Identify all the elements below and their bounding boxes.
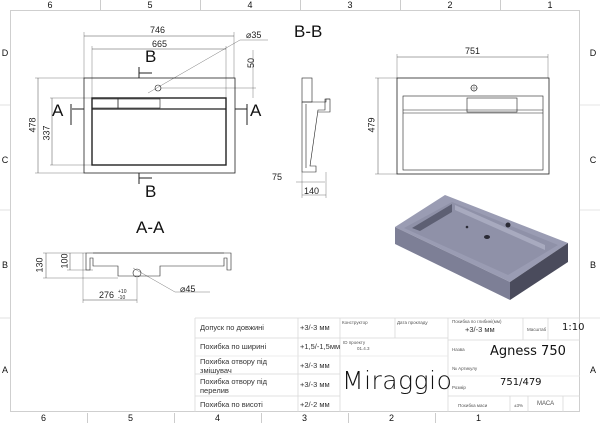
zone-row-a-left: A xyxy=(1,365,8,375)
dim-hole-offset: 50 xyxy=(246,57,257,69)
tol-value-length: +3/-3 мм xyxy=(300,323,330,332)
dim-overall-depth: 478 xyxy=(27,117,38,133)
section-mark-a-right: A xyxy=(250,101,262,120)
iso-view xyxy=(395,195,568,300)
project-id-label: ID проекту xyxy=(343,340,366,345)
dim-overall-width: 746 xyxy=(150,25,166,35)
tol-label-overflow-hole: Похибка отвору під перелив xyxy=(200,377,267,395)
size-value: 751/479 xyxy=(500,377,542,388)
mass-label: МАСА xyxy=(537,401,555,407)
tol-label-length: Допуск по довжині xyxy=(200,323,264,332)
zone-col-4: 4 xyxy=(200,0,301,10)
section-aa-title: A-A xyxy=(136,218,165,237)
zone-col-1: 1 xyxy=(547,0,553,10)
zone-col-6-bottom: 6 xyxy=(0,413,88,423)
dim-hole-diameter: ⌀35 xyxy=(246,30,262,40)
dim-tol-plus: +10 xyxy=(118,289,127,295)
zone-col-3: 3 xyxy=(300,0,401,10)
zone-col-2-bottom: 2 xyxy=(348,413,436,423)
zone-col-6: 6 xyxy=(0,0,101,10)
dim-drain-diameter: ⌀45 xyxy=(180,284,196,294)
zone-col-4-bottom: 4 xyxy=(174,413,262,423)
tol-label-width: Похибка по ширині xyxy=(200,342,267,351)
zone-col-2: 2 xyxy=(400,0,501,10)
zone-row-d-right: D xyxy=(589,48,597,58)
zone-col-1-bottom: 1 xyxy=(475,413,481,423)
mass-tol-value: ±3% xyxy=(514,403,523,408)
scale-label: Масштаб xyxy=(527,327,547,332)
brand-logo: Miraggio xyxy=(342,366,453,395)
dim-back-depth: 479 xyxy=(366,117,377,133)
depth-tol-value: +3/-3 мм xyxy=(465,325,495,334)
zone-row-c-right: C xyxy=(589,155,597,165)
article-label: № Артикулу xyxy=(452,366,478,371)
zone-col-3-bottom: 3 xyxy=(261,413,349,423)
zone-row-d-left: D xyxy=(1,48,9,58)
dim-thickness: 140 xyxy=(304,186,320,196)
product-name: Agness 750 xyxy=(490,344,566,359)
tol-label-mixer-hole: Похибка отвору під змішувач xyxy=(200,357,267,375)
drawing-frame xyxy=(10,10,580,412)
dim-height-total: 130 xyxy=(34,257,45,273)
zone-col-5-bottom: 5 xyxy=(87,413,175,423)
section-mark-a-left: A xyxy=(52,101,64,120)
zone-col-5: 5 xyxy=(100,0,201,10)
depth-tol-label: Похибка по глибині(мм) xyxy=(452,319,502,324)
zone-row-c-left: C xyxy=(1,155,9,165)
scale-value: 1:10 xyxy=(562,322,585,333)
tol-value-mixer-hole: +3/-3 мм xyxy=(300,361,330,370)
zone-row-a-right: A xyxy=(589,365,596,375)
zone-header-top: 6 5 4 3 2 1 xyxy=(0,0,600,10)
date-label: Дата прокладу xyxy=(397,320,428,325)
section-bb-title: B-B xyxy=(294,22,323,41)
dim-drain-offset: 276 xyxy=(99,290,115,300)
zone-row-b-left: B xyxy=(1,260,8,270)
dim-bowl-width: 665 xyxy=(152,39,168,49)
dim-height-bowl: 100 xyxy=(59,253,70,269)
dim-back-width: 751 xyxy=(465,46,481,56)
name-label: Назва xyxy=(452,347,465,352)
section-mark-b-bottom: B xyxy=(145,182,157,201)
dim-bowl-depth: 337 xyxy=(41,125,52,141)
section-mark-b-top: B xyxy=(145,47,157,66)
designer-label: Конструктор xyxy=(342,320,368,325)
size-label: Розмір xyxy=(452,385,466,390)
project-id-value: 01.4.3 xyxy=(357,346,370,351)
tol-value-height: +2/-2 мм xyxy=(300,400,330,409)
zone-row-b-right: B xyxy=(589,260,596,270)
zone-header-bottom: 6 5 4 3 2 1 xyxy=(0,413,600,423)
tol-label-height: Похибка по висоті xyxy=(200,400,263,409)
mass-tol-label: Похибка маси xyxy=(458,403,488,408)
dim-depth-offset: 75 xyxy=(272,172,283,182)
tol-value-overflow-hole: +3/-3 мм xyxy=(300,380,330,389)
dim-tol-minus: -10 xyxy=(118,295,126,301)
tol-value-width: +1,5/-1,5мм xyxy=(300,342,341,351)
